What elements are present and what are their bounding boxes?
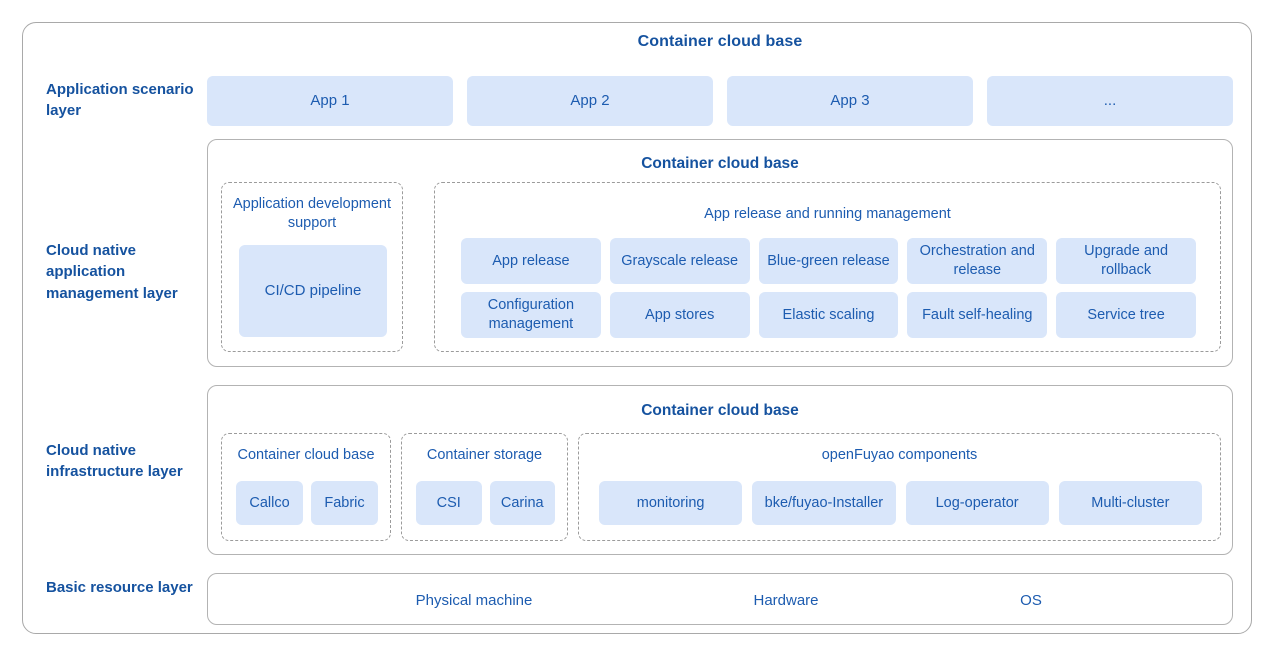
chip-orchestration-and-release[interactable]: Orchestration and release [907, 238, 1048, 284]
chip-app-release[interactable]: App release [461, 238, 601, 284]
basic-item-physical-machine[interactable]: Physical machine [415, 591, 533, 609]
app-chip-1[interactable]: App 1 [207, 76, 453, 126]
chip-callco[interactable]: Callco [236, 481, 303, 525]
chip-app-stores[interactable]: App stores [609, 292, 750, 338]
app-chip-2[interactable]: App 2 [467, 76, 713, 126]
basic-resource-row: Physical machine Hardware OS [208, 574, 1232, 624]
layer-label-basic-resource: Basic resource layer [46, 579, 193, 596]
panel-infrastructure-title: Container cloud base [641, 402, 799, 419]
diagram-outer-frame [22, 22, 1252, 634]
chip-elastic-scaling[interactable]: Elastic scaling [758, 292, 899, 338]
basic-item-hardware[interactable]: Hardware [753, 591, 819, 609]
chip-csi[interactable]: CSI [416, 481, 482, 525]
chip-monitoring[interactable]: monitoring [599, 481, 743, 525]
layer-label-app-management: Cloud native application management laye… [46, 242, 178, 302]
container-cloud-base-chip-row: Callco Fabric [236, 481, 378, 525]
app-release-chip-grid: App release Grayscale release Blue-green… [461, 238, 1196, 338]
openfuyao-components-chip-row: monitoring bke/fuyao-Installer Log-opera… [599, 481, 1202, 525]
chip-fabric[interactable]: Fabric [311, 481, 378, 525]
chip-multi-cluster[interactable]: Multi-cluster [1058, 481, 1202, 525]
panel-basic-resource: Physical machine Hardware OS [207, 573, 1233, 625]
group-application-development-support: Application development support CI/CD pi… [221, 182, 403, 352]
chip-bke-fuyao-installer[interactable]: bke/fuyao-Installer [752, 481, 896, 525]
chip-configuration-management[interactable]: Configuration management [461, 292, 601, 338]
application-scenario-row: App 1 App 2 App 3 ... [207, 76, 1233, 126]
panel-app-management-title: Container cloud base [641, 155, 799, 172]
chip-upgrade-and-rollback[interactable]: Upgrade and rollback [1056, 238, 1196, 284]
chip-fault-self-healing[interactable]: Fault self-healing [907, 292, 1048, 338]
chip-carina[interactable]: Carina [489, 481, 555, 525]
basic-item-os[interactable]: OS [1020, 591, 1042, 609]
panel-app-management: Container cloud base Application develop… [207, 139, 1233, 367]
chip-cicd-pipeline[interactable]: CI/CD pipeline [239, 245, 387, 337]
group-container-storage: Container storage CSI Carina [401, 433, 568, 541]
group-application-development-support-title: Application development support [233, 196, 391, 231]
diagram-title: Container cloud base [637, 33, 803, 50]
chip-service-tree[interactable]: Service tree [1056, 292, 1196, 338]
app-chip-more[interactable]: ... [987, 76, 1233, 126]
group-openfuyao-components-title: openFuyao components [821, 447, 978, 463]
layer-label-infrastructure: Cloud native infrastructure layer [46, 442, 183, 481]
panel-infrastructure: Container cloud base Container cloud bas… [207, 385, 1233, 555]
chip-blue-green-release[interactable]: Blue-green release [758, 238, 899, 284]
app-chip-3[interactable]: App 3 [727, 76, 973, 126]
group-container-cloud-base-title: Container cloud base [237, 447, 375, 463]
group-openfuyao-components: openFuyao components monitoring bke/fuya… [578, 433, 1221, 541]
group-app-release-and-running-management: App release and running management App r… [434, 182, 1221, 352]
chip-log-operator[interactable]: Log-operator [905, 481, 1049, 525]
group-container-cloud-base: Container cloud base Callco Fabric [221, 433, 391, 541]
layer-label-application-scenario: Application scenario layer [46, 81, 194, 120]
group-app-release-title: App release and running management [704, 206, 951, 222]
group-container-storage-title: Container storage [426, 447, 543, 463]
container-storage-chip-row: CSI Carina [416, 481, 555, 525]
chip-grayscale-release[interactable]: Grayscale release [609, 238, 750, 284]
